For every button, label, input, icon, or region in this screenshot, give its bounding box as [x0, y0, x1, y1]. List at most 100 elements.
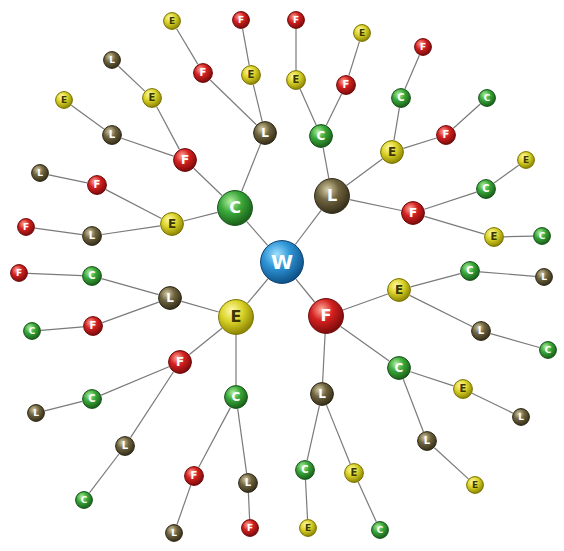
branch-line	[106, 190, 161, 219]
node-letter: C	[309, 124, 333, 148]
node-letter: E	[55, 91, 73, 109]
node-letter: F	[83, 316, 103, 336]
branch-line	[349, 42, 360, 76]
node-letter: C	[75, 491, 93, 509]
node-letter: E	[142, 88, 162, 108]
ball-fill	[388, 279, 411, 302]
branch-line	[184, 212, 218, 221]
branch-line	[199, 408, 231, 468]
node-letter: L	[238, 473, 258, 493]
ball-fill	[116, 437, 135, 456]
node-letter: L	[31, 164, 49, 182]
node-letter: C	[460, 261, 480, 281]
ball-fill	[164, 13, 181, 30]
ball-fill	[310, 125, 333, 148]
node-letter: E	[453, 379, 473, 399]
branch-line	[295, 210, 321, 244]
letter-ball: E	[484, 227, 504, 247]
ball-fill	[225, 386, 248, 409]
node-letter: C	[217, 190, 253, 226]
ball-fill	[83, 267, 102, 286]
node-letter: F	[232, 11, 250, 29]
ball-fill	[242, 66, 261, 85]
ball-fill	[311, 383, 334, 406]
letter-ball: C	[224, 385, 248, 409]
letter-ball: C	[82, 266, 102, 286]
node-letter: E	[380, 140, 404, 164]
letter-ball: E	[241, 65, 261, 85]
ball-fill	[479, 90, 496, 107]
branch-line	[182, 301, 219, 312]
node-letter: L	[102, 125, 122, 145]
node-letter: E	[286, 70, 306, 90]
node-letter: F	[168, 350, 192, 374]
ball-fill	[392, 89, 411, 108]
letter-ball: C	[23, 322, 41, 340]
letter-ball: E	[55, 91, 73, 109]
letter-ball: E	[453, 379, 473, 399]
node-letter: C	[539, 341, 557, 359]
letter-ball: E	[160, 212, 184, 236]
ball-fill	[345, 464, 364, 483]
letter-ball: C	[391, 88, 411, 108]
node-letter: W	[260, 240, 304, 284]
node-letter: C	[371, 521, 389, 539]
node-letter: F	[193, 63, 213, 83]
letter-ball: F	[232, 11, 250, 29]
ball-fill	[300, 520, 317, 537]
node-letter: L	[471, 321, 491, 341]
letter-ball: F	[10, 264, 28, 282]
branch-line	[253, 85, 262, 122]
letter-ball: C	[217, 190, 253, 226]
node-letter: F	[414, 38, 432, 56]
letter-ball: F	[401, 201, 425, 225]
node-letter: L	[82, 226, 102, 246]
branch-line	[238, 409, 247, 473]
letter-ball: C	[371, 521, 389, 539]
ball-fill	[76, 492, 93, 509]
ball-fill	[233, 12, 250, 29]
node-letter: F	[173, 148, 197, 172]
letter-ball: L	[253, 121, 277, 145]
node-letter: E	[163, 12, 181, 30]
letter-ball: C	[295, 460, 315, 480]
node-letter: L	[115, 436, 135, 456]
node-letter: C	[391, 88, 411, 108]
letter-ball: F	[168, 350, 192, 374]
node-letter: E	[344, 463, 364, 483]
letter-ball: F	[184, 466, 204, 486]
letter-ball: C	[476, 179, 496, 199]
letter-ball: F	[308, 298, 344, 334]
branch-line	[210, 80, 256, 125]
letter-ball: L	[310, 382, 334, 406]
branch-line	[157, 107, 180, 150]
branch-line	[295, 29, 296, 70]
letter-ball: F	[287, 11, 305, 29]
ball-fill	[84, 317, 103, 336]
branch-line	[119, 66, 145, 91]
branch-line	[102, 226, 160, 235]
letter-ball: E	[286, 70, 306, 90]
ball-fill	[24, 323, 41, 340]
ball-fill	[83, 390, 102, 409]
ball-fill	[254, 122, 277, 145]
letter-ball: F	[193, 63, 213, 83]
branch-line	[71, 105, 104, 129]
letter-ball: C	[387, 356, 411, 380]
letter-ball: F	[241, 519, 259, 537]
letter-ball: E	[353, 24, 371, 42]
ball-fill	[56, 92, 73, 109]
ball-fill	[477, 180, 496, 199]
ball-fill	[485, 228, 504, 247]
ball-fill	[296, 461, 315, 480]
branch-line	[343, 294, 388, 310]
ball-fill	[337, 76, 356, 95]
ball-fill	[261, 241, 304, 284]
node-letter: C	[224, 385, 248, 409]
letter-ball: E	[163, 12, 181, 30]
ball-fill	[402, 202, 425, 225]
node-letter: C	[387, 356, 411, 380]
branch-line	[101, 367, 169, 395]
letter-ball: L	[417, 431, 437, 451]
letter-ball: L	[535, 268, 553, 286]
